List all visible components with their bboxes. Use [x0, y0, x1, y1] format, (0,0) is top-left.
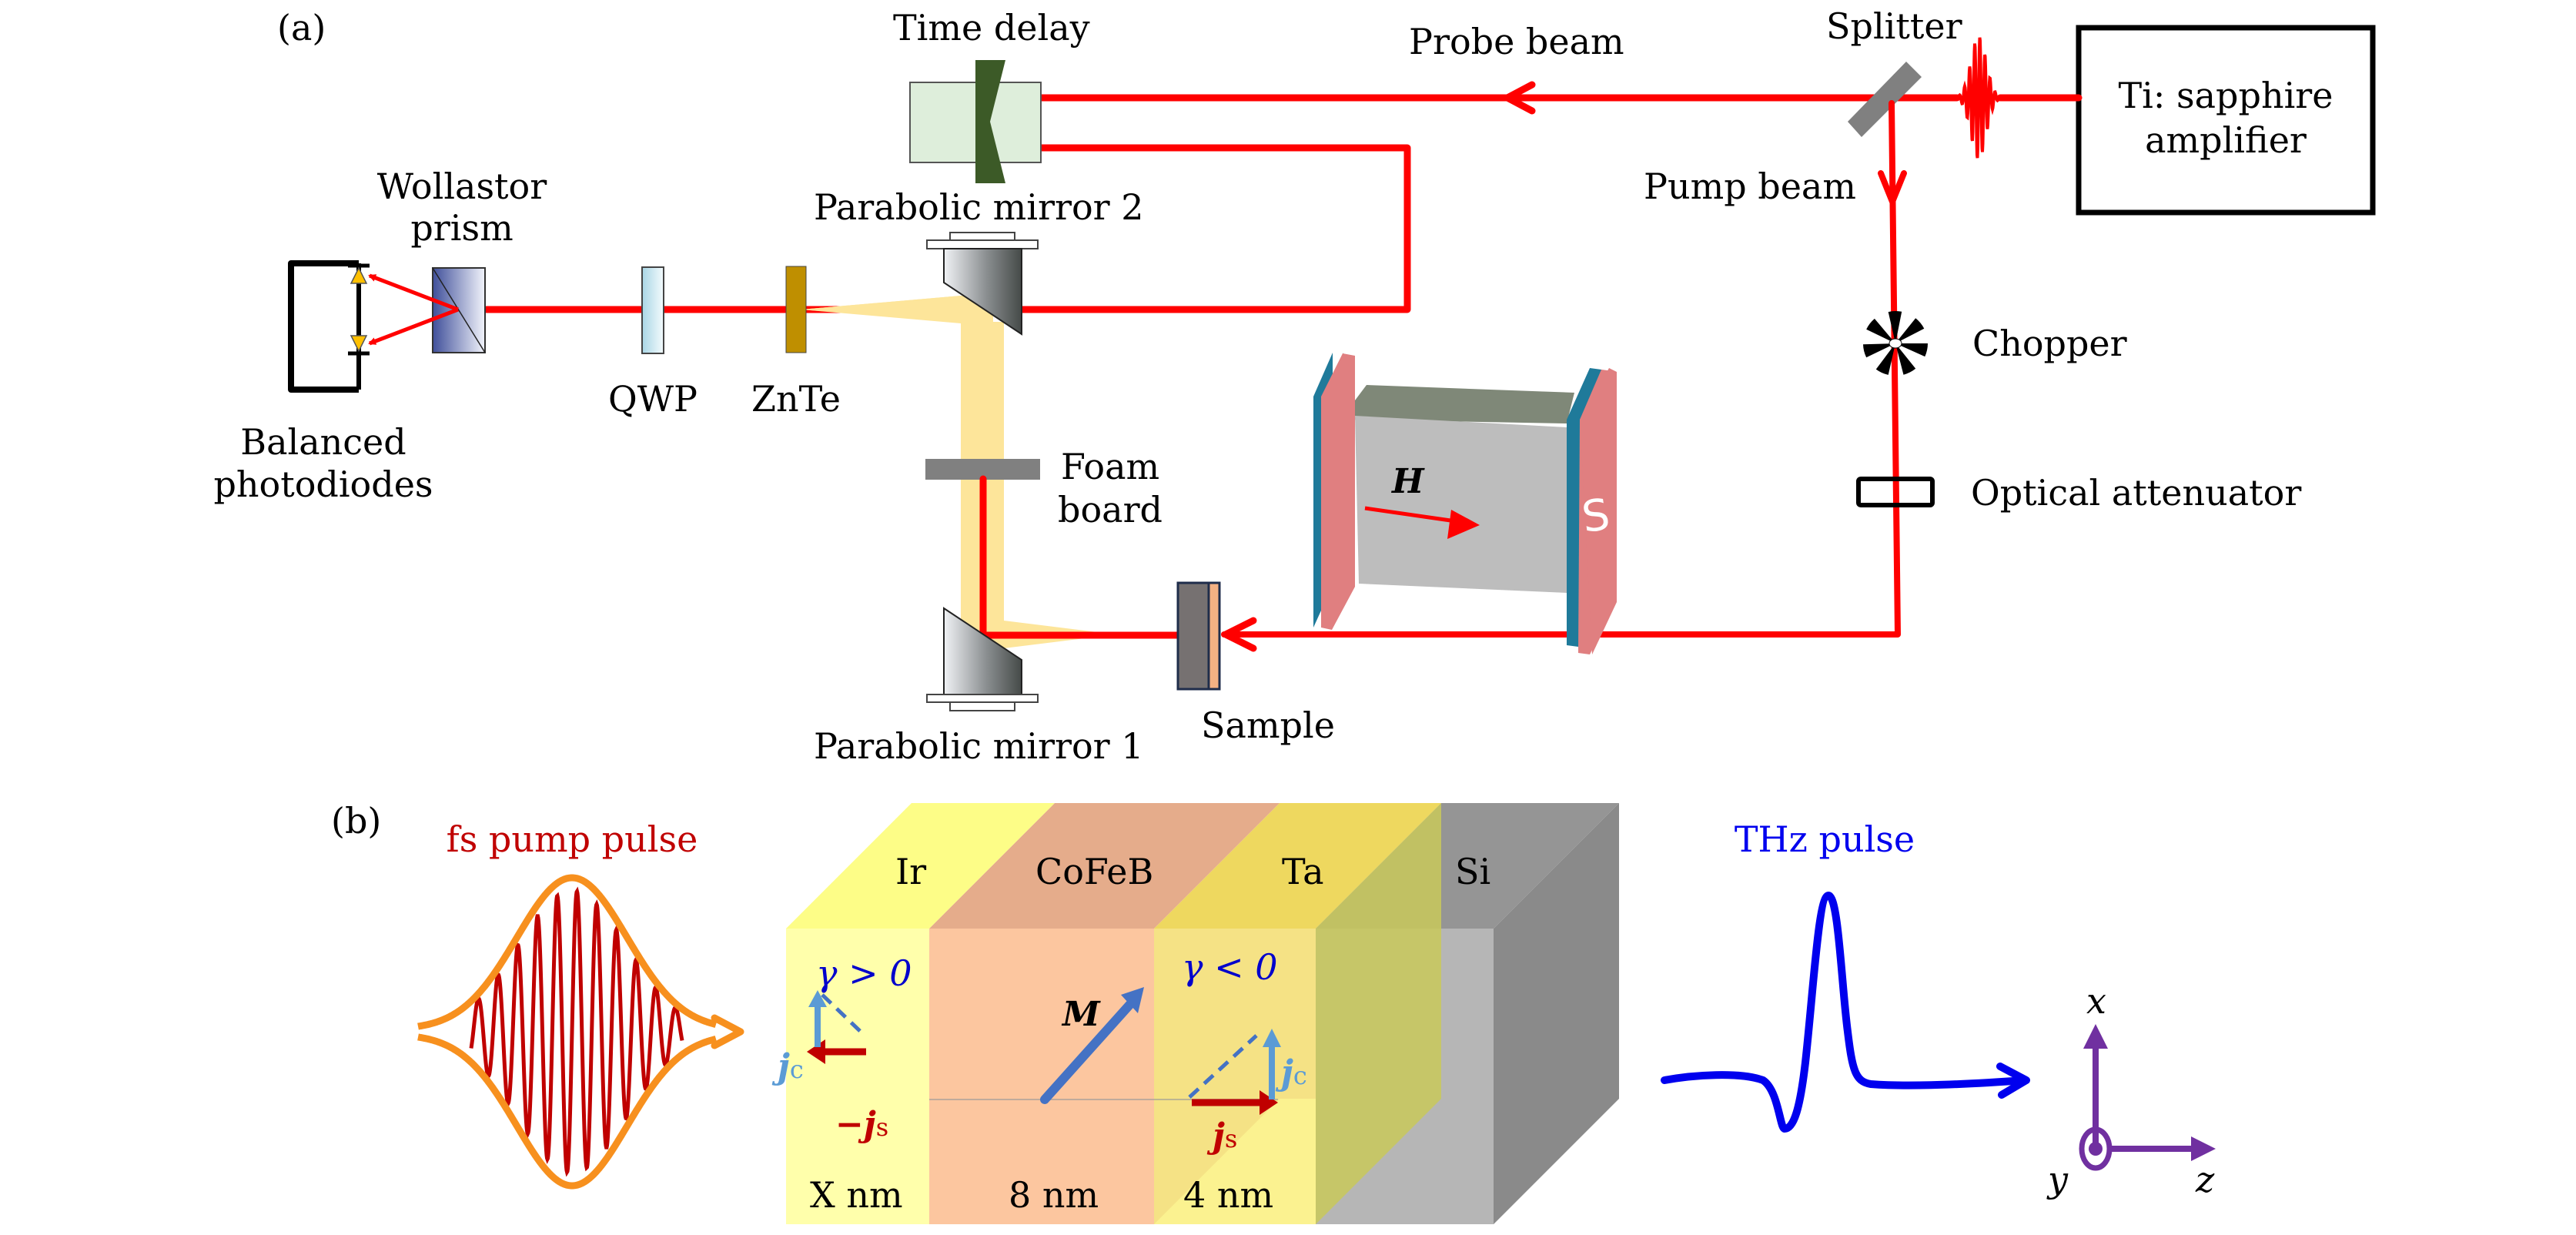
probe-beam-label: Probe beam [1409, 21, 1624, 62]
fs-pulse-envelope-bottom [417, 1033, 718, 1190]
layer-name-ir: Ir [895, 851, 926, 892]
jc-subscript: c [790, 1055, 804, 1084]
ir-js-label: −js [835, 1105, 888, 1144]
layer-thickness-ir: X nm [810, 1174, 903, 1216]
chopper-blade [1898, 318, 1925, 342]
foam-board-label-line1: Foam [1061, 446, 1159, 487]
ir-current-diagram [807, 990, 866, 1064]
js-subscript: s [1225, 1124, 1237, 1153]
probe-beam-path [483, 94, 2083, 313]
sample [1176, 581, 1221, 691]
wollaston-label-line2: prism [410, 207, 513, 249]
laser-label-line2: amplifier [2145, 119, 2307, 161]
chopper-blade [1875, 346, 1895, 375]
layer-cofeb-front-face [929, 929, 1154, 1224]
photodiodes-label-line2: photodiodes [213, 464, 433, 505]
fs-pulse-carrier [469, 886, 684, 1177]
optical-attenuator-label: Optical attenuator [1971, 472, 2301, 514]
sample-incident-arrow [1222, 617, 1257, 652]
photodiodes-label-line1: Balanced [240, 421, 406, 463]
time-delay-label: Time delay [893, 7, 1090, 49]
layer-ir [786, 803, 1055, 1224]
thz-pulse-label: THz pulse [1735, 818, 1915, 860]
layer-name-ta: Ta [1282, 851, 1324, 892]
chopper-icon [1863, 311, 1928, 375]
qwp-label: QWP [608, 378, 698, 420]
foam-board-label-line2: board [1058, 489, 1163, 530]
panel-b-tag: (b) [331, 800, 381, 842]
laser-label-line1: Ti: sapphire [2119, 75, 2333, 116]
quarter-wave-plate [641, 266, 664, 354]
electromagnet [1313, 353, 1617, 654]
ta-si-interface [1316, 803, 1441, 1224]
gamma-positive-label: γ > 0 [816, 952, 912, 994]
layer-name-cofeb: CoFeB [1035, 851, 1153, 892]
chopper-blade [1863, 343, 1892, 358]
jc-symbol: j [771, 1047, 790, 1086]
pump-beam-label: Pump beam [1644, 166, 1856, 207]
probe-direction-arrow [1504, 81, 1536, 115]
layer-ir-front-face [786, 929, 929, 1224]
js-symbol: −j [835, 1105, 876, 1144]
wollaston-prism [432, 267, 486, 353]
thz-pulse-arrowhead [1996, 1063, 2030, 1099]
js-subscript: s [876, 1113, 888, 1142]
fs-pulse-envelope-top [417, 874, 718, 1030]
layer-thickness-ta: 4 nm [1183, 1174, 1273, 1216]
axis-y-label: y [2046, 1159, 2069, 1200]
sample-label: Sample [1201, 705, 1335, 746]
ta-current-diagram [1188, 1029, 1281, 1115]
chopper-blade [1866, 318, 1893, 342]
optical-attenuator [1856, 477, 1935, 507]
gamma-negative-label: γ < 0 [1182, 946, 1278, 988]
parabolic-mirror-2 [926, 232, 1039, 336]
pump-direction-arrow [1878, 170, 1907, 205]
parabolic-mirror-1 [926, 607, 1039, 711]
chopper-blade [1896, 346, 1916, 375]
jc-subscript: c [1293, 1061, 1307, 1090]
fs-pulse-label: fs pump pulse [447, 818, 698, 860]
laser-pulse-icon [1956, 37, 2001, 159]
chopper-blade [1888, 311, 1902, 340]
thz-pulse-waveform [1661, 891, 2029, 1133]
multilayer-stack [786, 803, 1619, 1224]
panel-a-tag: (a) [277, 7, 326, 49]
axis-x-label: x [2086, 980, 2106, 1022]
magnetic-field-arrowhead [1447, 510, 1480, 539]
layer-name-si: Si [1455, 851, 1490, 892]
time-delay-stage [909, 60, 1042, 183]
parabolic-mirror-2-label: Parabolic mirror 2 [814, 186, 1144, 228]
chopper-blade [1899, 343, 1928, 357]
fs-pulse-arrowhead [711, 1014, 744, 1049]
laser-source: Ti: sapphire amplifier [2076, 25, 2376, 216]
magnetization-label: M [1061, 995, 1101, 1034]
balanced-photodiodes [288, 260, 370, 393]
layer-thickness-cofeb: 8 nm [1009, 1174, 1099, 1216]
wollaston-label-line1: Wollastor [377, 166, 547, 207]
split-beams [368, 273, 459, 346]
magnetization-arrow [1040, 987, 1144, 1104]
coordinate-axes [2079, 1024, 2216, 1171]
magnetic-field-label: H [1390, 462, 1425, 501]
znte-label: ZnTe [751, 378, 841, 420]
layer-cofeb [929, 803, 1280, 1224]
layer-cofeb-top-face [929, 803, 1280, 929]
ta-diagonal-band [1154, 1099, 1316, 1224]
layer-ir-top-face [786, 803, 1055, 929]
axis-z-label: z [2195, 1159, 2215, 1200]
chopper-hub [1889, 338, 1902, 349]
magnetic-field-arrow [1364, 506, 1467, 525]
parabolic-mirror-1-label: Parabolic mirror 1 [814, 725, 1144, 767]
chopper-label: Chopper [1972, 323, 2127, 364]
splitter-label: Splitter [1826, 5, 1962, 47]
layer-ta-top-face [1154, 803, 1441, 929]
layer-si-side-face [1494, 803, 1619, 1224]
pump-beam-path [1221, 100, 1901, 638]
beam-splitter [1848, 62, 1922, 137]
znte-crystal [785, 266, 807, 353]
